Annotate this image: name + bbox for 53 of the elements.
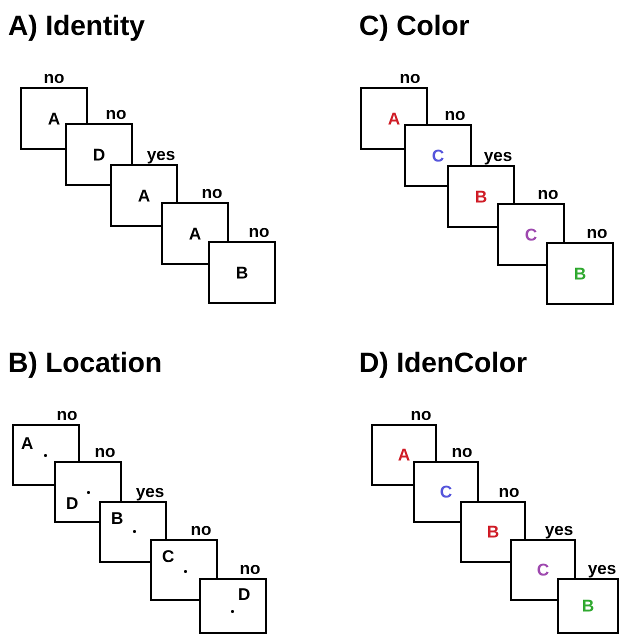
stimulus-letter: B [236,264,248,281]
stimulus-frame [150,539,218,601]
stimulus-frame [199,578,267,634]
stimulus-letter: B [474,188,488,205]
stimulus-frame [557,578,619,634]
response-label: no [240,560,260,577]
stimulus-letter: A [388,110,400,127]
response-label: yes [544,521,574,538]
response-label: yes [136,483,164,500]
response-label: no [94,443,116,460]
stimulus-letter: C [524,226,538,243]
response-label: no [498,483,520,500]
response-label: no [106,105,126,122]
response-label: no [452,443,472,460]
stimulus-letter: A [48,110,60,127]
response-label: yes [146,146,176,163]
panel-title: D) IdenColor [359,347,527,379]
stimulus-frame [208,241,276,304]
stimulus-frame [110,164,178,227]
stimulus-letter: D [66,495,78,512]
response-label: no [44,69,64,86]
response-label: yes [588,560,616,577]
stimulus-frame [546,242,614,305]
stimulus-frame [413,461,479,523]
stimulus-letter: D [92,146,106,163]
stimulus-letter: D [238,586,250,603]
response-label: no [538,185,558,202]
stimulus-letter: A [138,187,150,204]
response-label: no [202,184,222,201]
panel-title: B) Location [8,347,162,379]
stimulus-letter: C [440,484,452,500]
stimulus-letter: C [432,147,444,164]
panel-title: C) Color [359,10,470,42]
stimulus-letter: B [486,524,500,540]
response-label: no [444,106,466,123]
stimulus-letter: B [582,598,594,614]
stimulus-letter: C [162,548,174,565]
response-label: no [190,521,212,538]
stimulus-letter: B [574,265,586,282]
stimulus-frame [460,501,526,563]
response-label: no [586,224,608,241]
stimulus-letter: A [398,446,410,464]
response-label: yes [484,147,512,164]
response-label: no [410,406,432,423]
stimulus-letter: B [111,510,124,527]
response-label: no [248,223,270,240]
response-label: no [56,406,78,423]
stimulus-frame [54,461,122,523]
stimulus-letter: A [21,435,34,452]
response-label: no [400,69,420,86]
panel-title: A) Identity [8,10,145,42]
stimulus-letter: A [188,225,202,242]
stimulus-letter: C [536,562,550,578]
